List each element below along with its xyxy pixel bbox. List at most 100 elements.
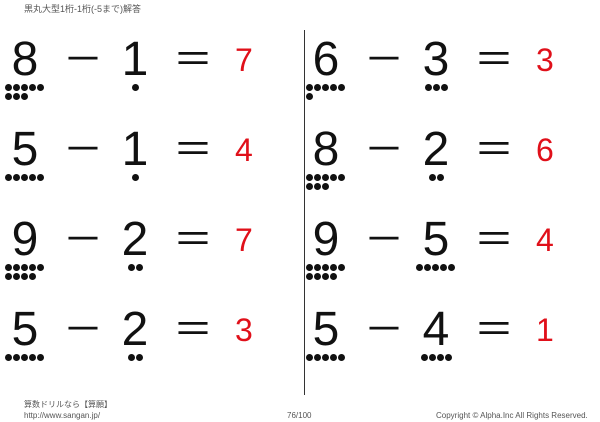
dot xyxy=(5,264,12,271)
dot xyxy=(330,174,337,181)
problem: 9－2＝7 xyxy=(5,216,295,296)
dot xyxy=(424,84,432,91)
minus-sign: － xyxy=(63,308,103,352)
minuend: 5 xyxy=(11,303,39,356)
dot xyxy=(322,174,329,181)
dot xyxy=(29,354,36,361)
page-number: 76/100 xyxy=(287,411,312,420)
dot xyxy=(338,174,345,181)
subtrahend-dots xyxy=(416,264,456,273)
dot xyxy=(29,264,36,271)
equals-sign: ＝ xyxy=(173,218,213,262)
dot xyxy=(13,354,20,361)
dot xyxy=(21,273,28,280)
subtrahend: 3 xyxy=(422,33,450,86)
minus-sign: － xyxy=(364,128,404,172)
dot xyxy=(37,264,44,271)
dot xyxy=(13,93,20,100)
dot xyxy=(29,174,36,181)
subtrahend: 5 xyxy=(422,213,450,266)
minuend: 9 xyxy=(312,213,340,266)
dot xyxy=(37,354,44,361)
dot xyxy=(5,84,12,91)
problem: 5－2＝3 xyxy=(5,306,295,386)
dot xyxy=(13,264,20,271)
equals-sign: ＝ xyxy=(474,308,514,352)
dot xyxy=(314,183,321,190)
subtrahend: 2 xyxy=(121,303,149,356)
minuend: 5 xyxy=(11,123,39,176)
answer: 7 xyxy=(235,222,253,258)
subtrahend-dots xyxy=(115,264,155,273)
dot xyxy=(444,354,452,361)
dot xyxy=(314,354,321,361)
dot xyxy=(330,264,337,271)
dot xyxy=(420,354,428,361)
dot xyxy=(21,174,28,181)
dot xyxy=(5,354,12,361)
subtrahend-dots xyxy=(416,354,456,363)
minuend: 5 xyxy=(312,303,340,356)
minuend-dots xyxy=(5,354,45,363)
equals-sign: ＝ xyxy=(173,128,213,172)
minus-sign: － xyxy=(63,128,103,172)
dot xyxy=(127,354,135,361)
dot xyxy=(37,84,44,91)
dot xyxy=(5,174,12,181)
dot xyxy=(330,273,337,280)
dot xyxy=(306,183,313,190)
answer: 3 xyxy=(536,42,554,78)
minuend-dots xyxy=(5,264,45,282)
dot xyxy=(416,264,423,271)
dot xyxy=(5,93,12,100)
dot xyxy=(21,93,28,100)
dot xyxy=(440,264,447,271)
dot xyxy=(314,273,321,280)
minuend: 6 xyxy=(312,33,340,86)
dot xyxy=(314,264,321,271)
dot xyxy=(306,84,313,91)
equals-sign: ＝ xyxy=(474,218,514,262)
dot xyxy=(424,264,431,271)
dot xyxy=(322,183,329,190)
problem: 5－4＝1 xyxy=(306,306,596,386)
dot xyxy=(314,174,321,181)
minus-sign: － xyxy=(364,218,404,262)
dot xyxy=(448,264,455,271)
subtrahend: 2 xyxy=(422,123,450,176)
site-url[interactable]: http://www.sangan.jp/ xyxy=(24,411,101,420)
dot xyxy=(131,174,139,181)
answer: 3 xyxy=(235,312,253,348)
minus-sign: － xyxy=(63,218,103,262)
subtrahend-dots xyxy=(416,174,456,183)
minus-sign: － xyxy=(364,38,404,82)
dot xyxy=(21,354,28,361)
subtrahend: 2 xyxy=(121,213,149,266)
dot xyxy=(131,84,139,91)
dot xyxy=(322,273,329,280)
minuend-dots xyxy=(306,174,346,192)
minuend-dots xyxy=(5,84,45,102)
minus-sign: － xyxy=(63,38,103,82)
minus-sign: － xyxy=(364,308,404,352)
equals-sign: ＝ xyxy=(173,38,213,82)
copyright: Copyright © Alpha.Inc All Rights Reserve… xyxy=(436,411,588,420)
dot xyxy=(306,354,313,361)
equals-sign: ＝ xyxy=(474,128,514,172)
equals-sign: ＝ xyxy=(474,38,514,82)
dot xyxy=(21,84,28,91)
dot xyxy=(322,354,329,361)
dot xyxy=(13,273,20,280)
dot xyxy=(322,84,329,91)
dot xyxy=(432,84,440,91)
dot xyxy=(37,174,44,181)
answer: 7 xyxy=(235,42,253,78)
answer: 6 xyxy=(536,132,554,168)
subtrahend-dots xyxy=(416,84,456,93)
dot xyxy=(322,264,329,271)
problem: 5－1＝4 xyxy=(5,126,295,206)
site-name: 算数ドリルなら【算願】 xyxy=(24,400,112,409)
minuend: 8 xyxy=(312,123,340,176)
dot xyxy=(440,84,448,91)
subtrahend-dots xyxy=(115,354,155,363)
